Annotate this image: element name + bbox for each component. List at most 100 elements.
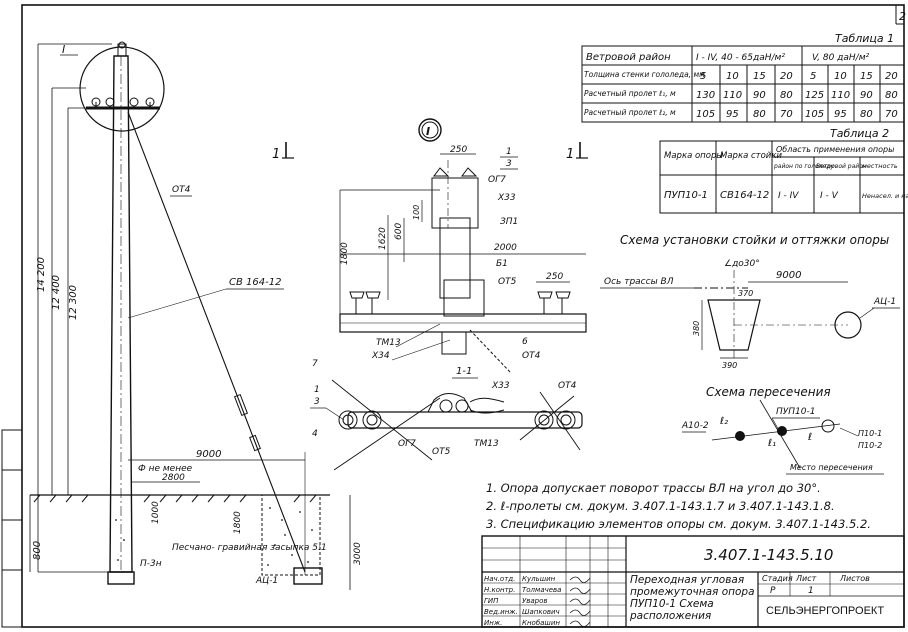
insulator-icons [91, 97, 155, 108]
note-1: 1. Опора допускает поворот трассы ВЛ на … [486, 481, 821, 495]
callout-b1: Б1 [496, 259, 508, 269]
dim-1000: 2800 [162, 473, 185, 483]
anchor-block [293, 567, 323, 585]
plan-insulator-icons [338, 410, 576, 430]
scheme2-l: ℓ [808, 432, 812, 443]
table-2: Таблица 2 Марка опоры Марка стойки Облас… [659, 127, 908, 214]
t1-cell: 105 [805, 109, 824, 120]
guy-wire [127, 111, 306, 573]
callout-3: 3 [506, 159, 512, 169]
role-0: Нач.отд. [484, 575, 515, 583]
callout-og7: ОГ7 [488, 175, 506, 185]
dim-2000: 2000 [494, 243, 517, 253]
plan-label-1: 1 [314, 385, 320, 395]
detail-marker-label: I [62, 43, 65, 56]
plate-label: П-3н [140, 559, 162, 569]
scheme2-title: Схема пересечения [706, 385, 831, 399]
anchor-label: АЦ-1 [255, 576, 278, 586]
t2-c3: I - V [820, 191, 839, 201]
name-3: Шапкович [522, 608, 560, 616]
t1-cell: 80 [860, 109, 873, 120]
t1-cell: 110 [831, 90, 850, 101]
table-1: Таблица 1 Ветровой район I - IV, 40 - 65… [581, 32, 905, 123]
t2-c1: СВ164-12 [720, 190, 769, 201]
dim-9000: 9000 [196, 449, 221, 460]
plan-label-7: 7 [312, 359, 318, 369]
plan-label-ot5: ОТ5 [432, 447, 451, 457]
plan-1-1: 1-1 7 1 3 4 Х33 ОТ4 ОГ7 ОТ5 ТМ13 [310, 359, 583, 471]
plan-label-tm13: ТМ13 [474, 439, 499, 449]
callout-zp1: ЗП1 [500, 217, 518, 227]
t1-cell: 90 [753, 90, 766, 101]
role-4: Инж. [484, 619, 502, 627]
doc-code: 3.407.1-143.5.10 [704, 546, 833, 564]
backfill-dots [115, 507, 313, 566]
sheets-header: Листов [839, 574, 870, 583]
note-3: 3. Спецификацию элементов опоры см. доку… [486, 517, 871, 531]
org-name: СЕЛЬЭНЕРГОПРОЕКТ [766, 605, 884, 617]
t1-cell: 5 [810, 71, 816, 82]
dim-1620: 1620 [378, 227, 388, 250]
section-markers: 1 1 [272, 142, 588, 162]
plan-label-x33: Х33 [491, 381, 510, 391]
callout-ot5: ОТ5 [498, 277, 517, 287]
sheet-header: Лист [795, 574, 817, 583]
section-marker-left: 1 [272, 147, 280, 162]
drawing-title: Переходная угловая промежуточная опора П… [630, 574, 755, 622]
t2-c2: I - IV [778, 191, 799, 201]
scheme2-p10-1: П10-1 [858, 429, 882, 438]
support-dot [735, 431, 745, 441]
t2-h5: местность [862, 162, 898, 170]
plan-label-og7: ОГ7 [398, 439, 416, 449]
t1-cell: 125 [805, 90, 824, 101]
t1-cell: 5 [700, 71, 706, 82]
pole-elevation: 14 200 12 400 12 300 800 I 9000 Ф не мен… [29, 41, 363, 590]
name-0: Кульшин [522, 575, 556, 583]
t1-cell: 105 [696, 109, 715, 120]
callout-x33: Х33 [497, 193, 516, 203]
frame: 2 [1, 4, 906, 628]
scheme1-title: Схема установки стойки и оттяжки опоры [620, 233, 889, 247]
t2-h1: Марка стойки [720, 151, 782, 161]
scheme2-p10-2: П10-2 [858, 441, 882, 450]
support-ring [821, 419, 835, 433]
name-4: Кнобашин [522, 619, 560, 627]
scheme1-dim-370: 370 [738, 289, 753, 298]
scheme2-crossing: Место пересечения [790, 463, 873, 472]
min-label: Ф не менее [138, 464, 193, 474]
dim-3000: 3000 [353, 542, 363, 565]
t1-cell: 90 [860, 90, 873, 101]
plan-label-ot4: ОТ4 [558, 381, 577, 391]
scheme1-dim-9000: 9000 [776, 270, 801, 281]
t1-cell: 110 [723, 90, 742, 101]
plan-label-3: 3 [314, 397, 320, 407]
detail-i-marker: I [426, 125, 430, 138]
t1-v1: I - IV, 40 - 65даН/м² [696, 53, 785, 63]
t1-cell: 10 [726, 71, 739, 82]
t1-cell: 130 [696, 90, 715, 101]
plan-title: 1-1 [456, 366, 472, 377]
base-plate [107, 571, 135, 585]
detail-i: I 250 1800 1620 60 [339, 118, 587, 373]
sheet-value: 1 [808, 586, 814, 596]
t1-label-1: Толщина стенки гололеда, мм [584, 70, 705, 79]
t2-h4: Ветровой район [816, 163, 867, 170]
dim-12300: 12 300 [68, 285, 79, 320]
role-2: ГИП [484, 597, 499, 605]
plan-crossarm [347, 411, 583, 429]
plan-label-4: 4 [312, 429, 318, 439]
role-1: Н.контр. [484, 586, 515, 594]
t1-cell: 80 [885, 90, 898, 101]
t1-cell: 10 [834, 71, 847, 82]
dim-250-top: 250 [450, 145, 467, 155]
t1-cell: 70 [885, 109, 898, 120]
name-2: Уваров [522, 597, 548, 605]
t1-cell: 20 [885, 71, 898, 82]
insulator-icon [433, 167, 478, 177]
detail-circle-i [79, 46, 165, 132]
route-axis-label: Ось трассы ВЛ [604, 277, 674, 287]
scheme2-a10-2: А10-2 [681, 421, 709, 431]
t2-h3: район по гололеду [773, 163, 834, 170]
dim-100: 100 [412, 205, 421, 220]
